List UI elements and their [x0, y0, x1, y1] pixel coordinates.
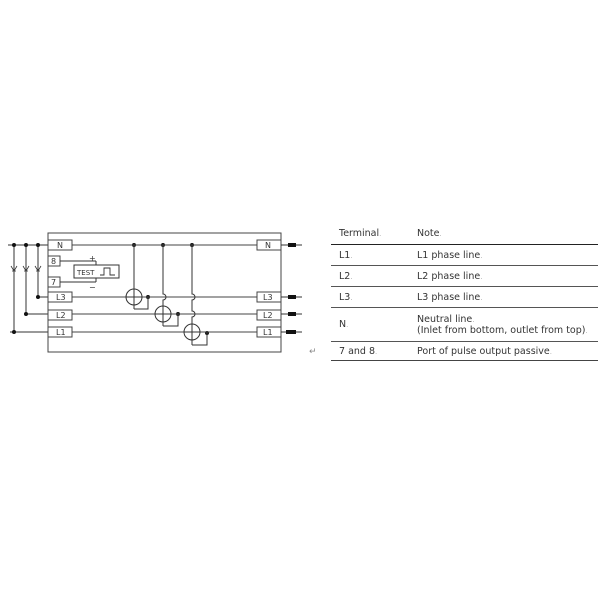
table-header-row: Terminal. Note. — [331, 222, 598, 245]
test-label: TEST — [76, 269, 95, 277]
current-transformers — [125, 245, 208, 346]
left-terminals — [47, 239, 73, 338]
terminal-out-label-L3: L3 — [263, 293, 273, 302]
cell-note: L3 phase line. — [409, 286, 598, 308]
table-row: N. Neutral line.(Inlet from bottom, outl… — [331, 307, 598, 342]
cell-terminal: L2. — [331, 265, 409, 287]
cell-note: L1 phase line. — [409, 244, 598, 266]
table-row: L2. L2 phase line. — [331, 265, 598, 287]
table-row: L3. L3 phase line. — [331, 286, 598, 308]
terminal-label-L2: L2 — [56, 311, 66, 320]
right-terminals — [256, 239, 282, 338]
terminal-L2-out — [256, 309, 282, 321]
cell-note: Neutral line.(Inlet from bottom, outlet … — [409, 307, 598, 342]
cell-note: Port of pulse output passive. — [409, 341, 598, 361]
fuse-symbols — [10, 265, 42, 272]
output-arrow-icons — [286, 243, 296, 334]
terminal-notes-table: Terminal. Note. L1. L1 phase line. L2. L… — [331, 222, 598, 361]
terminal-out-label-L1: L1 — [263, 328, 273, 337]
terminal-label-N: N — [57, 241, 63, 250]
cell-note: L2 phase line. — [409, 265, 598, 287]
cell-terminal: N. — [331, 307, 409, 342]
plus-sign: + — [89, 254, 96, 263]
cell-terminal: L3. — [331, 286, 409, 308]
header-terminal: Terminal. — [331, 222, 409, 245]
internal-lines — [72, 244, 257, 333]
paragraph-mark-icon: ↵ — [309, 347, 317, 357]
cell-terminal: 7 and 8. — [331, 341, 409, 361]
terminal-label-8: 8 — [51, 257, 56, 266]
cell-terminal: L1. — [331, 244, 409, 266]
test-pulse-output — [60, 260, 120, 283]
header-note: Note. — [409, 222, 598, 245]
table-row: L1. L1 phase line. — [331, 244, 598, 266]
terminal-out-label-N: N — [265, 241, 271, 250]
minus-sign: − — [89, 283, 96, 292]
terminal-out-label-L2: L2 — [263, 311, 273, 320]
junction-dots — [12, 243, 209, 335]
terminal-L2-in — [47, 309, 73, 321]
table-row: 7 and 8. Port of pulse output passive. — [331, 341, 598, 361]
terminal-label-L1: L1 — [56, 328, 66, 337]
terminal-label-L3: L3 — [56, 293, 66, 302]
meter-enclosure — [47, 232, 282, 353]
terminal-label-7: 7 — [51, 278, 56, 287]
output-leads — [281, 244, 302, 333]
left-supply-bus — [8, 244, 48, 333]
